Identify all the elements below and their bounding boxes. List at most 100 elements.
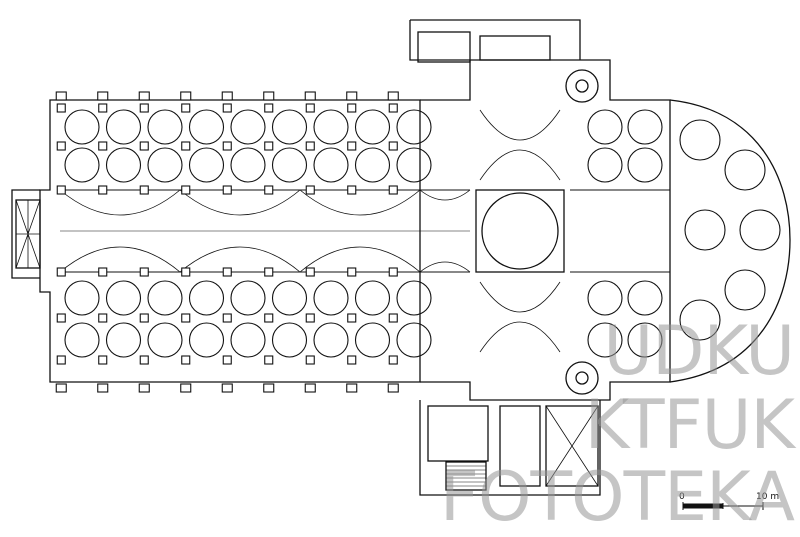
watermark-line-1: UDKU [603, 312, 795, 391]
choir-vault-bay [627, 322, 663, 358]
pier [264, 355, 274, 365]
aisle-vault-bay [313, 147, 349, 183]
pier [347, 355, 357, 365]
buttress [304, 91, 316, 101]
buttress [97, 383, 109, 393]
pier [264, 103, 274, 113]
pier [98, 103, 108, 113]
aisle-vault-bay [188, 147, 225, 183]
buttress [263, 91, 275, 101]
pier [139, 103, 149, 113]
aisle-vault-bay [230, 109, 266, 145]
aisle-vault-bay [105, 322, 142, 358]
buttress [304, 383, 316, 393]
pier [181, 355, 191, 365]
aisle-vault-bay [64, 147, 100, 183]
aisle-vault-bay [396, 322, 432, 358]
buttress [55, 91, 67, 101]
aisle-vault-bay [354, 147, 391, 183]
buttress [221, 383, 233, 393]
pier [222, 185, 232, 195]
pier [56, 355, 66, 365]
pier [222, 355, 232, 365]
aisle-vault-bay [271, 147, 308, 183]
crossing-vault [481, 192, 559, 270]
pier [264, 141, 274, 151]
north-spiral-stair [565, 69, 599, 103]
pier [98, 141, 108, 151]
choir-vault-bay [627, 280, 663, 316]
nave-outer-wall [39, 99, 421, 383]
pier [56, 103, 66, 113]
buttress [138, 383, 150, 393]
pier [181, 103, 191, 113]
pier [264, 185, 274, 195]
pier [388, 355, 398, 365]
apse-vault-bay [684, 209, 726, 251]
pier [264, 267, 274, 277]
pier [56, 185, 66, 195]
buttress [346, 383, 358, 393]
aisle-vault-bay [147, 109, 183, 145]
aisle-vault-bay [354, 109, 391, 145]
aisle-vault-bay [64, 109, 100, 145]
pier [56, 267, 66, 277]
scale-end-label: 10 m [756, 492, 780, 502]
choir-vault-bay [627, 109, 663, 145]
buttress [221, 91, 233, 101]
aisle-vault-bay [147, 322, 183, 358]
aisle-vault-bay [105, 147, 142, 183]
watermark-line-3: FOTOTEKA [439, 458, 795, 537]
south-annex-room-3 [545, 405, 599, 487]
south-stair [445, 461, 487, 491]
aisle-vault-bay [313, 109, 349, 145]
buttress [97, 91, 109, 101]
south-spiral-stair [565, 361, 599, 395]
pier [222, 313, 232, 323]
pier [139, 267, 149, 277]
aisle-vault-bay [271, 322, 308, 358]
pier [305, 141, 315, 151]
south-annex-wall [419, 400, 601, 496]
aisle-vault-bay [105, 280, 142, 316]
pier [98, 313, 108, 323]
pier [388, 141, 398, 151]
buttress [263, 383, 275, 393]
buttress [138, 91, 150, 101]
pier [56, 313, 66, 323]
pier [98, 355, 108, 365]
aisle-vault-bay [271, 109, 308, 145]
buttress [387, 383, 399, 393]
pier [347, 313, 357, 323]
aisle-vault-bay [147, 147, 183, 183]
pier [347, 267, 357, 277]
apse-vault-bay [679, 299, 721, 341]
pier [305, 185, 315, 195]
choir-vault-bay [587, 280, 623, 316]
pier [181, 185, 191, 195]
pier [181, 313, 191, 323]
aisle-vault-bay [313, 322, 349, 358]
pier [222, 103, 232, 113]
aisle-vault-bay [396, 280, 432, 316]
choir-vault-bay [587, 109, 623, 145]
apse-vault-bay [724, 269, 766, 311]
scale-bar [682, 502, 764, 510]
north-tower-chamber [417, 31, 471, 63]
pier [305, 355, 315, 365]
aisle-vault-bay [396, 109, 432, 145]
choir-vault-bay [587, 322, 623, 358]
pier [388, 313, 398, 323]
buttress [346, 91, 358, 101]
aisle-vault-bay [396, 147, 432, 183]
pier [181, 267, 191, 277]
crossing-square [475, 189, 565, 273]
pier [139, 141, 149, 151]
apse-vault-bay [739, 209, 781, 251]
pier [222, 267, 232, 277]
aisle-vault-bay [354, 322, 391, 358]
pier [56, 141, 66, 151]
pier [139, 355, 149, 365]
aisle-vault-bay [354, 280, 391, 316]
apse-vault-bay [724, 149, 766, 191]
